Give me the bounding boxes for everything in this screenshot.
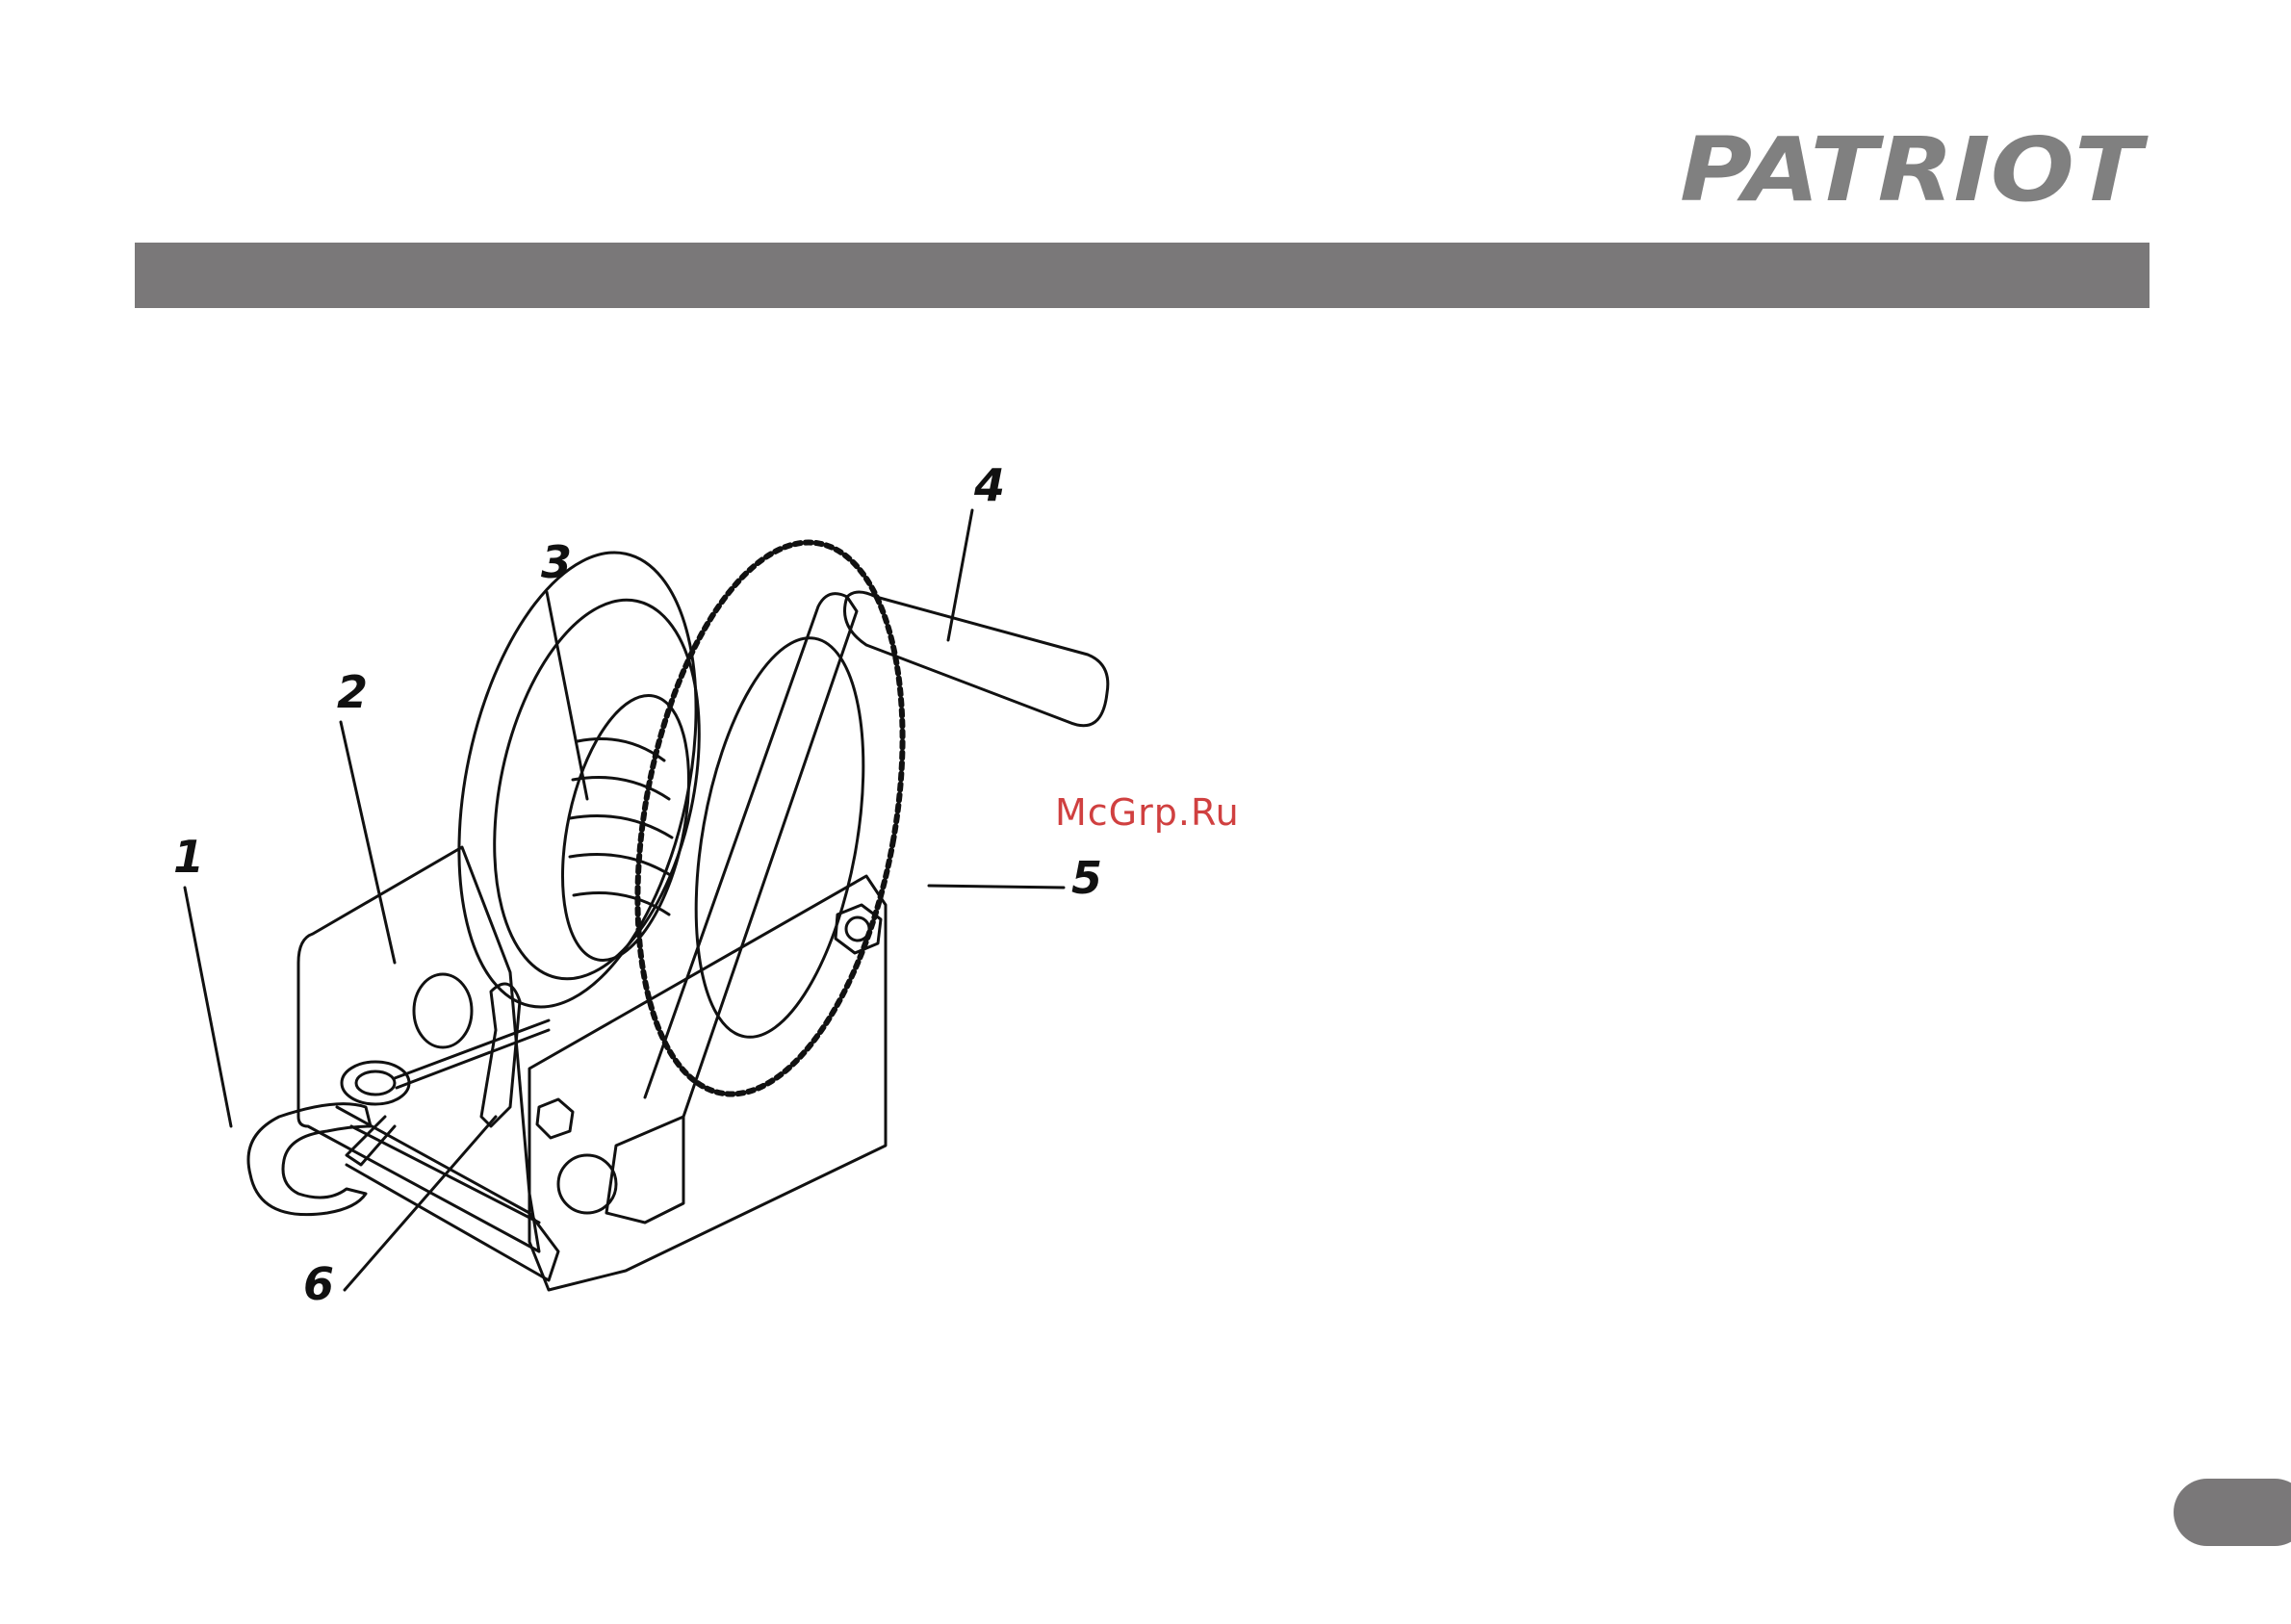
ratchet-pawl [606,1117,683,1223]
callout-2: 2 [337,666,368,718]
winch-diagram: 1 2 3 4 5 6 [144,452,1251,1319]
watermark: McGrp.Ru [1055,791,1240,834]
cable-drum [541,684,710,972]
section-header-bar [135,243,2149,308]
cable-guide-ring [342,1062,409,1104]
callout-4: 4 [973,459,1005,511]
patriot-logo: PATRIOT [1670,123,2151,229]
cable-guide-ring-inner [356,1071,395,1095]
page-tab [2174,1479,2291,1546]
logo-text: PATRIOT [1680,123,2149,221]
callout-1: 1 [173,831,204,883]
leader-line-6 [345,1117,496,1290]
lower-nut [537,1099,573,1138]
callout-3: 3 [541,536,572,588]
guide-roller [414,974,472,1047]
leader-line-3 [547,592,587,799]
cable-wrap-3 [570,816,672,838]
leader-line-1 [185,888,231,1126]
drive-gear [599,522,942,1115]
leader-line-2 [341,722,395,963]
ratchet-hub [558,1155,616,1213]
cable-wrap-4 [570,855,672,877]
callout-5: 5 [1071,852,1102,904]
callout-6: 6 [303,1258,334,1310]
leader-line-5 [929,886,1064,888]
gear-nut-center [846,917,869,941]
